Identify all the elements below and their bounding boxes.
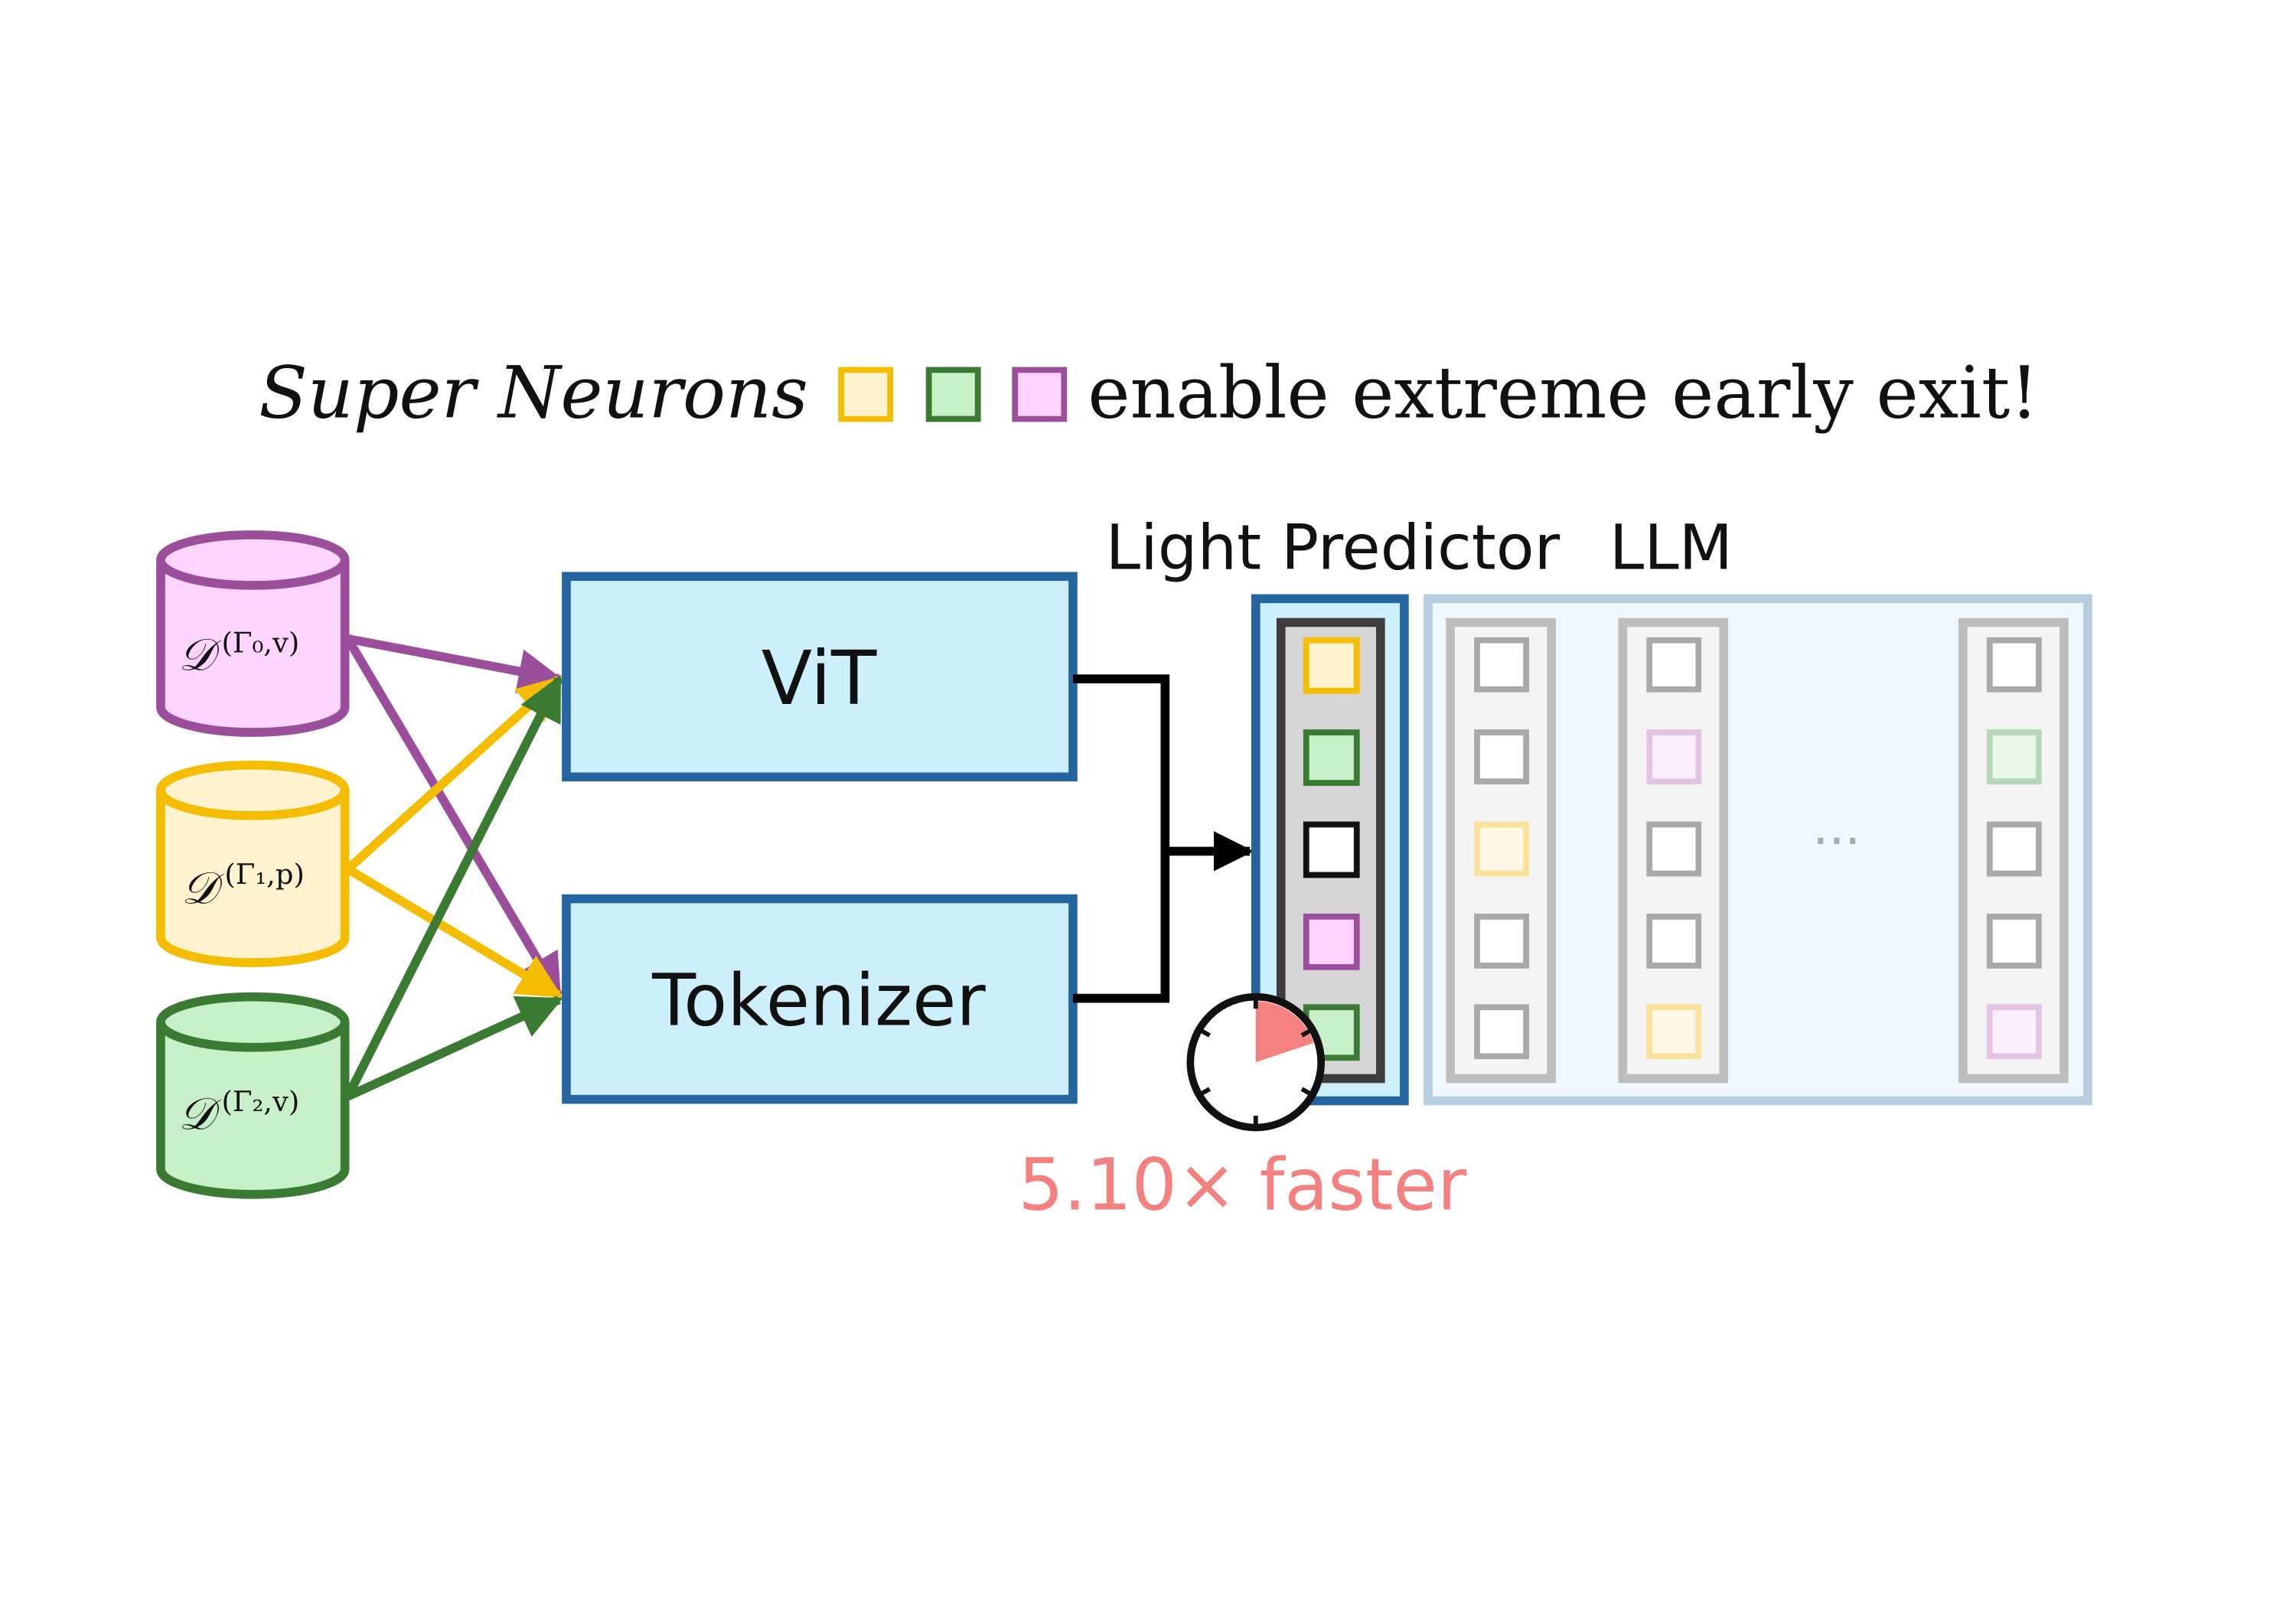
arrow-d0-vit — [347, 634, 563, 694]
arrow-d1-vit — [344, 675, 563, 873]
speedup-label: 5.10× faster — [1018, 1143, 1466, 1226]
predictor-neuron-purple — [1303, 913, 1360, 970]
tokenizer-label: Tokenizer — [651, 960, 986, 1042]
dataset-cylinder-2: 𝒟 (Γ₂,v) — [156, 992, 350, 1199]
dataset-0-superscript: (Γ₀,v) — [222, 626, 300, 659]
llm-neuron — [1646, 1004, 1702, 1060]
legend-purple-square — [1012, 367, 1068, 422]
llm-neuron — [1986, 637, 2042, 693]
arrow-d0-tokenizer — [344, 636, 563, 999]
llm-neuron — [1646, 913, 1702, 969]
llm-label: LLM — [1609, 512, 1733, 585]
llm-neuron — [1986, 913, 2042, 969]
dataset-arrows — [344, 634, 563, 1101]
headline-emphasis: Super Neurons — [259, 352, 808, 435]
llm-neuron — [1474, 1004, 1529, 1060]
light-predictor-label: Light Predictor — [1106, 512, 1561, 585]
dataset-1-superscript: (Γ₁,p) — [224, 858, 304, 891]
llm-neuron — [1474, 821, 1529, 877]
legend-green-square — [925, 367, 981, 422]
dataset-cylinder-1: 𝒟 (Γ₁,p) — [156, 760, 350, 967]
llm-neuron — [1986, 729, 2042, 785]
predictor-neuron-yellow — [1303, 637, 1360, 694]
llm-neuron — [1474, 729, 1529, 785]
merge-connector — [1072, 674, 1254, 1003]
arrow-d2-tokenizer — [346, 996, 563, 1101]
llm-neuron — [1986, 821, 2042, 877]
vit-box: ViT — [562, 572, 1078, 782]
llm-neuron — [1986, 1004, 2042, 1060]
llm-neuron — [1474, 913, 1529, 969]
llm-neuron — [1646, 821, 1702, 877]
llm-layer-1 — [1446, 618, 1556, 1084]
dataset-2-superscript: (Γ₂,v) — [222, 1085, 300, 1118]
llm-layer-last — [1958, 618, 2069, 1084]
tokenizer-box: Tokenizer — [562, 894, 1078, 1104]
predictor-neuron-plain — [1303, 821, 1360, 878]
llm-panel: ··· — [1424, 594, 2092, 1106]
llm-layer-2 — [1618, 618, 1729, 1084]
arrow-d2-vit — [344, 675, 563, 1099]
predictor-neuron-green — [1303, 729, 1360, 786]
stopwatch-icon — [1186, 992, 1326, 1132]
llm-neuron — [1646, 637, 1702, 693]
llm-ellipsis: ··· — [1812, 812, 1861, 871]
llm-neuron — [1474, 637, 1529, 693]
arrow-d1-tokenizer — [345, 865, 563, 999]
dataset-cylinder-0: 𝒟 (Γ₀,v) — [156, 530, 350, 737]
legend-yellow-square — [838, 367, 894, 422]
vit-label: ViT — [762, 635, 877, 722]
headline: Super Neurons enable extreme early exit! — [259, 352, 2039, 435]
headline-rest: enable extreme early exit! — [1088, 352, 2038, 435]
llm-neuron — [1646, 729, 1702, 785]
